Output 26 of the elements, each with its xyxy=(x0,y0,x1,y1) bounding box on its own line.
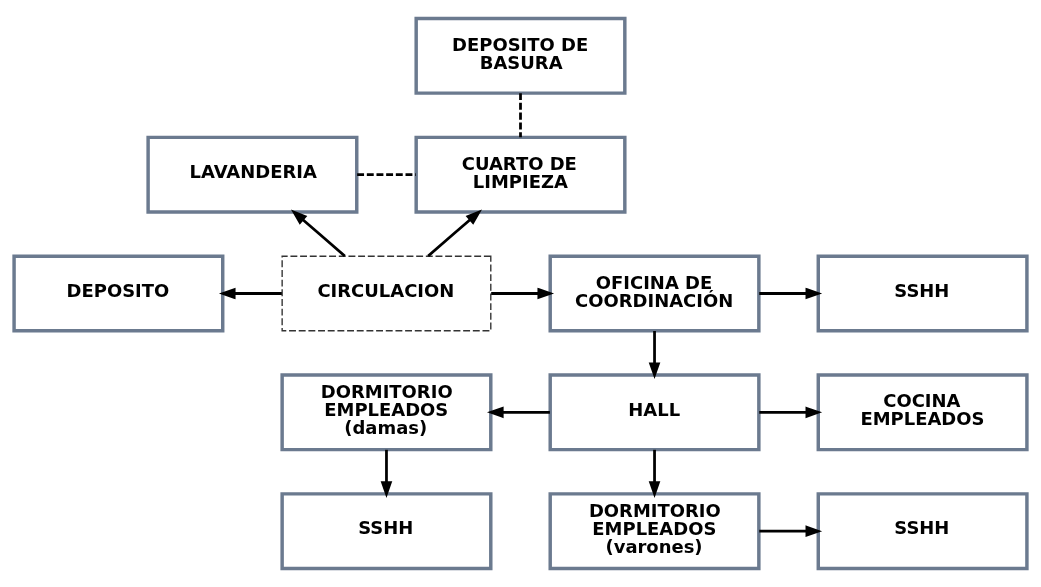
arrow xyxy=(648,330,661,380)
node-box: SSHH xyxy=(816,254,1029,333)
arrow xyxy=(380,449,393,498)
node-box: DEPOSITO xyxy=(12,254,225,333)
arrow xyxy=(290,209,346,258)
node-box: SSHH xyxy=(280,492,493,571)
node-box: CUARTO DE LIMPIEZA xyxy=(414,135,627,214)
node-box: SSHH xyxy=(816,492,1029,571)
connector xyxy=(357,173,416,177)
node-box: CIRCULACION xyxy=(281,255,492,332)
arrow xyxy=(648,449,661,498)
arrow xyxy=(427,209,482,258)
node-box: DORMITORIO EMPLEADOS (damas) xyxy=(280,373,493,452)
node-box: COCINA EMPLEADOS xyxy=(816,373,1029,452)
node-box: LAVANDERIA xyxy=(146,135,359,214)
arrow xyxy=(491,287,555,300)
node-box: DORMITORIO EMPLEADOS (varones) xyxy=(548,492,761,571)
connector xyxy=(519,93,522,138)
arrow xyxy=(759,287,823,300)
node-box: OFICINA DE COORDINACIÓN xyxy=(548,254,761,333)
node-box: DEPOSITO DE BASURA xyxy=(414,16,627,95)
arrow xyxy=(487,406,550,419)
arrow xyxy=(759,525,823,537)
arrow xyxy=(218,287,282,300)
node-box: HALL xyxy=(548,373,761,452)
arrow xyxy=(759,406,823,419)
